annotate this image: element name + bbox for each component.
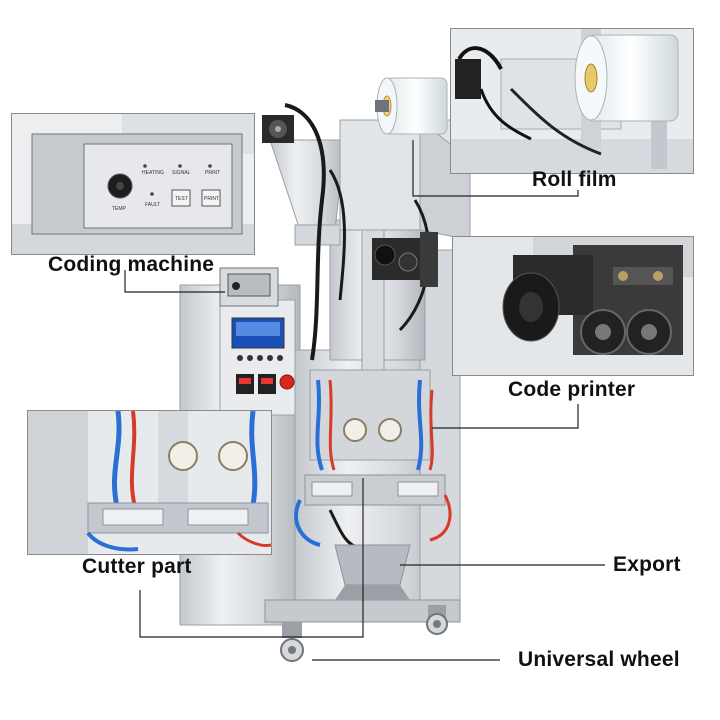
- sealing-area: [309, 369, 434, 471]
- coding-machine-detail: HEATING SIGNAL PRINT TEMP FAULT TEST PRI…: [12, 114, 254, 254]
- panel-signal-label: SIGNAL: [172, 170, 191, 176]
- servo-motor: [262, 115, 294, 143]
- film-roll: [574, 34, 679, 122]
- cable-1: [284, 103, 326, 361]
- inset-cutter-part: [27, 410, 272, 555]
- label-universal-wheel: Universal wheel: [518, 648, 680, 671]
- cutter-part-detail: [28, 411, 271, 554]
- label-coding-machine: Coding machine: [48, 253, 215, 276]
- panel-print-button: [201, 189, 221, 207]
- inset-code-printer: [452, 236, 694, 376]
- film-motor: [455, 46, 532, 141]
- universal-wheel-left: [280, 622, 304, 662]
- label-cutter-part: Cutter part: [82, 555, 192, 578]
- panel-test-button: [171, 189, 191, 207]
- label-roll-film: Roll film: [532, 168, 617, 191]
- label-code-printer: Code printer: [508, 378, 636, 401]
- export-chute: [334, 544, 411, 586]
- panel-heating-label: HEATING: [142, 170, 164, 176]
- label-export: Export: [613, 553, 681, 576]
- hopper: [269, 139, 346, 231]
- roll-film-detail: [451, 29, 693, 173]
- roll-film-spool: [375, 77, 448, 135]
- cable-2: [328, 169, 346, 301]
- code-printer-detail: [453, 237, 693, 375]
- emergency-stop-button: [279, 374, 295, 390]
- panel-fault-label: FAULT: [145, 202, 160, 208]
- universal-wheel-right: [426, 605, 448, 635]
- control-buttons: [237, 355, 283, 361]
- inset-coding-machine: HEATING SIGNAL PRINT TEMP FAULT TEST PRI…: [11, 113, 255, 255]
- panel-print-button-label: PRINT: [204, 196, 219, 202]
- code-printer-unit: [372, 232, 438, 287]
- panel-temp-label: TEMP: [112, 206, 127, 212]
- inset-roll-film: [450, 28, 694, 174]
- panel-test-label: TEST: [175, 196, 188, 202]
- panel-print-label: PRINT: [205, 170, 220, 176]
